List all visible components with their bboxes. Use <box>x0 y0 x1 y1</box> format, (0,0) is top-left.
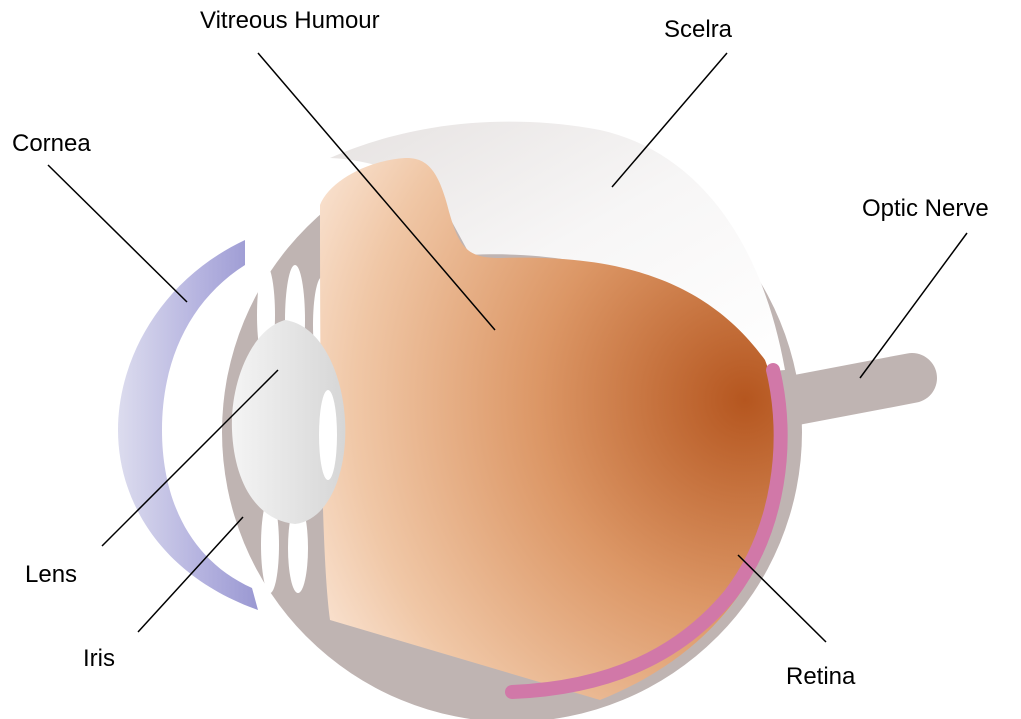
label-retina: Retina <box>786 663 856 690</box>
lens-highlight-shape <box>319 390 337 480</box>
label-cornea: Cornea <box>12 130 91 157</box>
label-sclera: Scelra <box>664 16 733 43</box>
label-vitreous-humour: Vitreous Humour <box>200 7 380 34</box>
leader-line-cornea <box>48 165 187 302</box>
label-iris: Iris <box>83 645 115 672</box>
label-optic-nerve: Optic Nerve <box>862 195 989 222</box>
label-lens: Lens <box>25 561 77 588</box>
leader-line-retina <box>738 555 826 642</box>
